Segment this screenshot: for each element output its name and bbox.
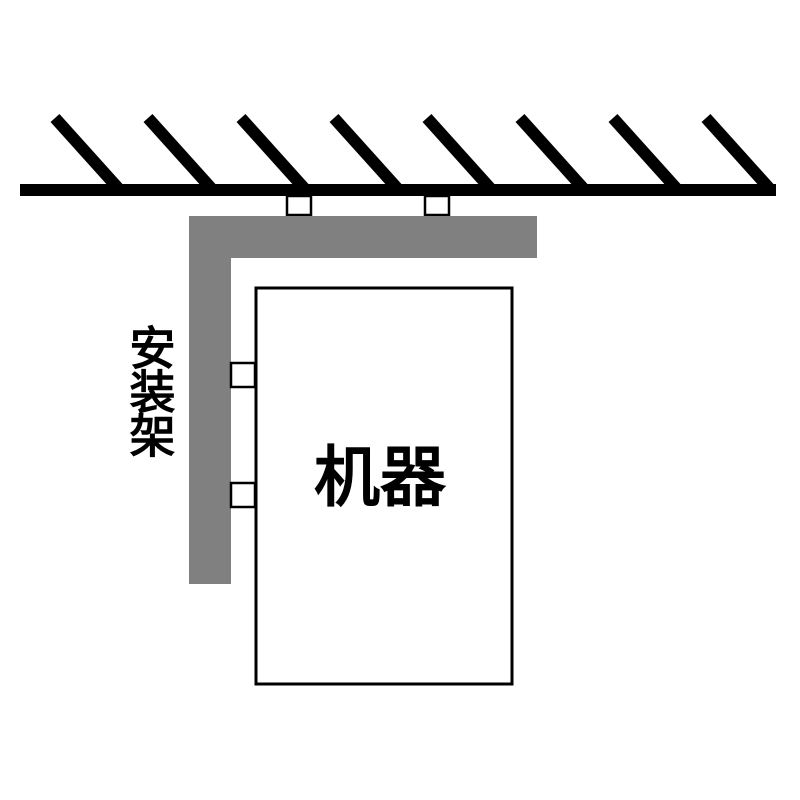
hatch-line <box>50 113 123 193</box>
hatch-line <box>236 113 309 193</box>
hatch-line <box>701 113 774 193</box>
hatch-line <box>329 113 402 193</box>
hatch-line <box>422 113 495 193</box>
bracket-label: 安装架 <box>123 324 177 458</box>
hatch-line <box>608 113 681 193</box>
bracket-horizontal-arm <box>189 216 537 258</box>
machine-label: 机器 <box>314 439 447 516</box>
ceiling-hatching <box>50 113 774 193</box>
ceiling-line <box>20 184 776 196</box>
ceiling-connector <box>285 194 313 217</box>
hatch-line <box>143 113 216 193</box>
side-connector <box>229 361 257 389</box>
ceiling-connector <box>423 194 451 217</box>
side-connector <box>229 481 257 509</box>
machine-box <box>254 286 514 686</box>
bracket-vertical-arm <box>189 216 231 584</box>
hatch-line <box>515 113 588 193</box>
